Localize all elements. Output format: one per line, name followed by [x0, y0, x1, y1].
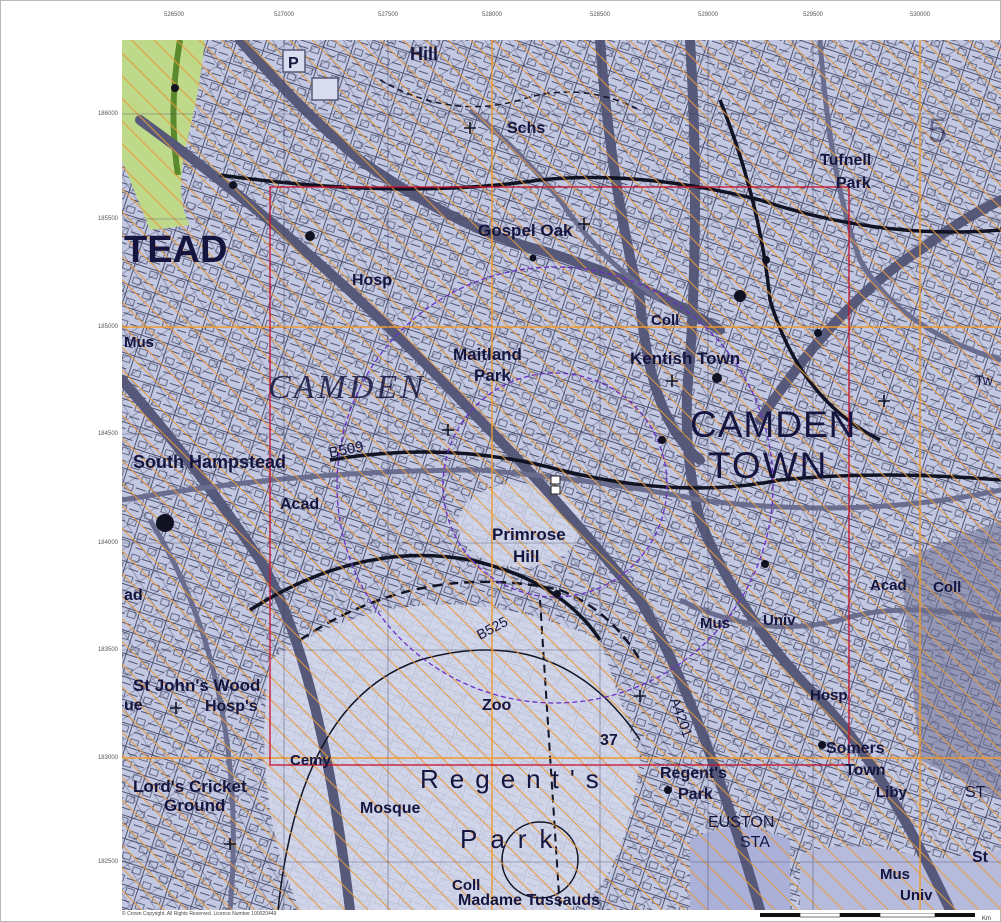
northing-tick: 184500	[97, 431, 118, 437]
label-ue: ue	[124, 697, 143, 714]
label-acad-1: Acad	[280, 496, 319, 513]
scale-bar: Km	[760, 913, 991, 922]
label-univ-1: Univ	[763, 612, 796, 629]
northing-tick: 183500	[97, 647, 118, 653]
site-marker[interactable]	[550, 475, 561, 495]
study-area-box	[269, 186, 850, 766]
label-coll-2: Coll	[933, 579, 961, 596]
label-hosp-2: Hosp's	[205, 698, 258, 715]
label-st-johns-wood: St John's Wood	[133, 676, 260, 695]
label-hosp-3: Hosp	[810, 687, 848, 704]
label-south-hampstead: South Hampstead	[133, 452, 286, 472]
label-liby: Liby	[876, 784, 907, 801]
label-schs: Schs	[507, 120, 545, 137]
label-maitland-1: Maitland	[453, 345, 522, 364]
label-acad-2: Acad	[870, 577, 907, 594]
label-st-2: St	[972, 849, 989, 866]
label-gospel-oak: Gospel Oak	[478, 221, 573, 240]
label-univ-2: Univ	[900, 887, 933, 904]
label-camden-town-2: TOWN	[708, 445, 828, 486]
label-regents: Regent's	[420, 764, 610, 794]
easting-tick: 526500	[163, 12, 185, 18]
label-mus-1: Mus	[124, 334, 154, 351]
label-maitland-2: Park	[474, 366, 511, 385]
label-cemy: Cemy	[290, 752, 332, 769]
easting-tick: 528500	[589, 12, 611, 18]
easting-tick: 528000	[481, 12, 503, 18]
label-primrose-2: Hill	[513, 547, 539, 566]
easting-tick: 529000	[697, 12, 719, 18]
label-st-1: ST	[965, 784, 986, 801]
label-zoo: Zoo	[482, 697, 512, 714]
label-park-letters: Park	[460, 824, 565, 854]
station-dots	[156, 84, 826, 794]
label-regents-park-2: Park	[678, 786, 713, 803]
northing-tick: 182500	[97, 859, 118, 865]
copyright-notice: © Crown Copyright. All Rights Reserved. …	[122, 911, 277, 917]
easting-tick: 529500	[802, 12, 824, 18]
place-labels: CAMDEN TOWN CAMDEN TEAD Gospel Oak Kenti…	[124, 44, 994, 909]
parking-icon: P	[282, 49, 339, 101]
svg-text:P: P	[288, 55, 299, 72]
label-tufnell-2: Park	[836, 175, 871, 192]
label-hosp-1: Hosp	[352, 272, 392, 289]
easting-tick: 527000	[273, 12, 295, 18]
northing-tick: 186000	[97, 111, 118, 117]
label-mus-3: Mus	[880, 866, 910, 883]
label-mus-2: Mus	[700, 615, 730, 632]
label-primrose-1: Primrose	[492, 525, 566, 544]
label-camden-town-1: CAMDEN	[690, 404, 856, 445]
label-lords-2: Ground	[164, 796, 225, 815]
worship-crosses	[170, 122, 890, 850]
label-camden: CAMDEN	[268, 369, 426, 406]
label-num-5: 5	[928, 112, 947, 150]
northing-tick: 185000	[97, 324, 118, 330]
label-tw: Tw	[975, 372, 994, 388]
scale-unit: Km	[982, 916, 991, 922]
label-tead: TEAD	[124, 229, 227, 271]
easting-tick: 530000	[909, 12, 931, 18]
easting-tick: 527500	[377, 12, 399, 18]
label-lords-1: Lord's Cricket	[133, 777, 247, 796]
label-mosque: Mosque	[360, 800, 421, 817]
northing-tick: 184000	[97, 540, 118, 546]
label-ad: ad	[124, 587, 143, 604]
label-somers-2: Town	[845, 762, 886, 779]
label-euston-1: EUSTON	[708, 814, 774, 831]
label-kentish-town: Kentish Town	[630, 349, 740, 368]
label-euston-2: STA	[740, 834, 770, 851]
label-coll-1: Coll	[651, 312, 679, 329]
label-hill: Hill	[410, 44, 438, 64]
label-num-37: 37	[600, 732, 618, 749]
label-coll-3: Coll	[452, 877, 480, 894]
label-regents-park-1: Regent's	[660, 765, 727, 782]
label-somers-1: Somers	[826, 740, 885, 757]
buffer-circle-outer	[336, 266, 774, 704]
northing-tick: 185500	[97, 216, 118, 222]
label-road-b509: B509	[327, 438, 365, 462]
buffer-circle-inner	[442, 372, 668, 598]
northing-tick: 183000	[97, 755, 118, 761]
label-madame-tussauds: Madame Tussauds	[458, 892, 600, 909]
label-tufnell-1: Tufnell	[820, 152, 871, 169]
